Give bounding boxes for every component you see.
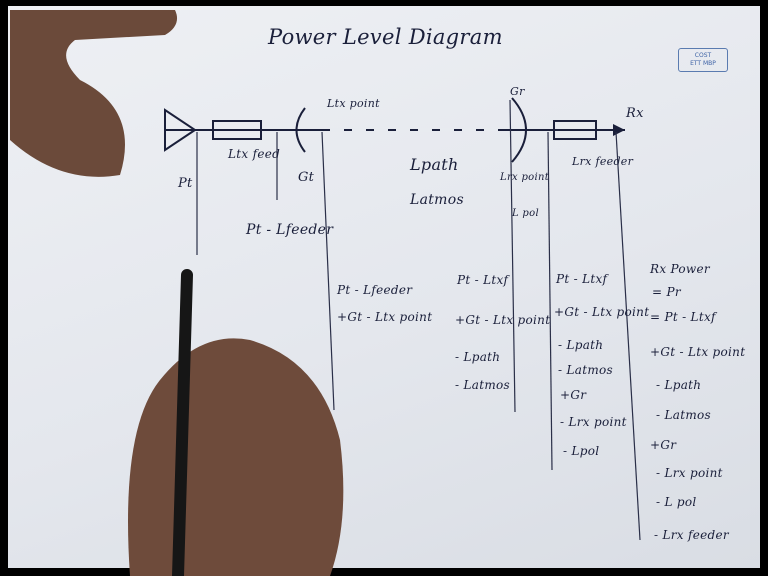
col3-line: +Gt - Ltx point [337,310,432,324]
col1-line: Pt [178,176,193,191]
col6-line: - L pol [656,495,697,509]
col5-line: - Lpol [563,444,599,458]
arrow-head-icon [613,124,625,136]
col5-line: Pt - Ltxf [556,272,607,286]
col6-line: +Gr [650,438,676,452]
col5-line: +Gr [560,388,586,402]
col2-line: Pt - Lfeeder [246,222,333,238]
col4-line: - Latmos [455,378,510,392]
label-path: Lpath [410,155,459,174]
diagram-title: Power Level Diagram [268,25,503,49]
col6-line: = Pr [652,285,681,299]
col4-line: +Gt - Ltx point [455,313,550,327]
col3-line: Pt - Lfeeder [337,283,412,297]
col5-line: - Lrx point [560,415,627,429]
col6-line: - Lrx point [656,466,723,480]
col6-line: Rx Power [650,262,710,276]
col4-line: - Lpath [455,350,500,364]
label-pol: L pol [512,208,539,219]
col6-line: - Latmos [656,408,711,422]
col4-line: Pt - Ltxf [457,273,508,287]
col5-line: - Lpath [558,338,603,352]
label-tx-point: Ltx point [327,97,380,110]
col6-line: +Gt - Ltx point [650,345,745,359]
col5-line: - Latmos [558,363,613,377]
col5-line: +Gt - Ltx point [554,305,649,319]
label-atmos: Latmos [410,192,464,208]
watermark-stamp: COST ETT MBP [678,48,728,72]
col6-line: - Lpath [656,378,701,392]
label-tx-feed: Ltx feed [228,147,280,161]
label-rx: Rx [626,106,644,121]
col6-line: - Lrx feeder [654,528,729,542]
col6-line: = Pt - Ltxf [650,310,716,324]
label-rx-feeder: Lrx feeder [572,155,633,168]
label-gr: Gr [510,85,525,98]
label-rx-point: Lrx point [500,172,549,183]
label-gt: Gt [298,170,314,185]
